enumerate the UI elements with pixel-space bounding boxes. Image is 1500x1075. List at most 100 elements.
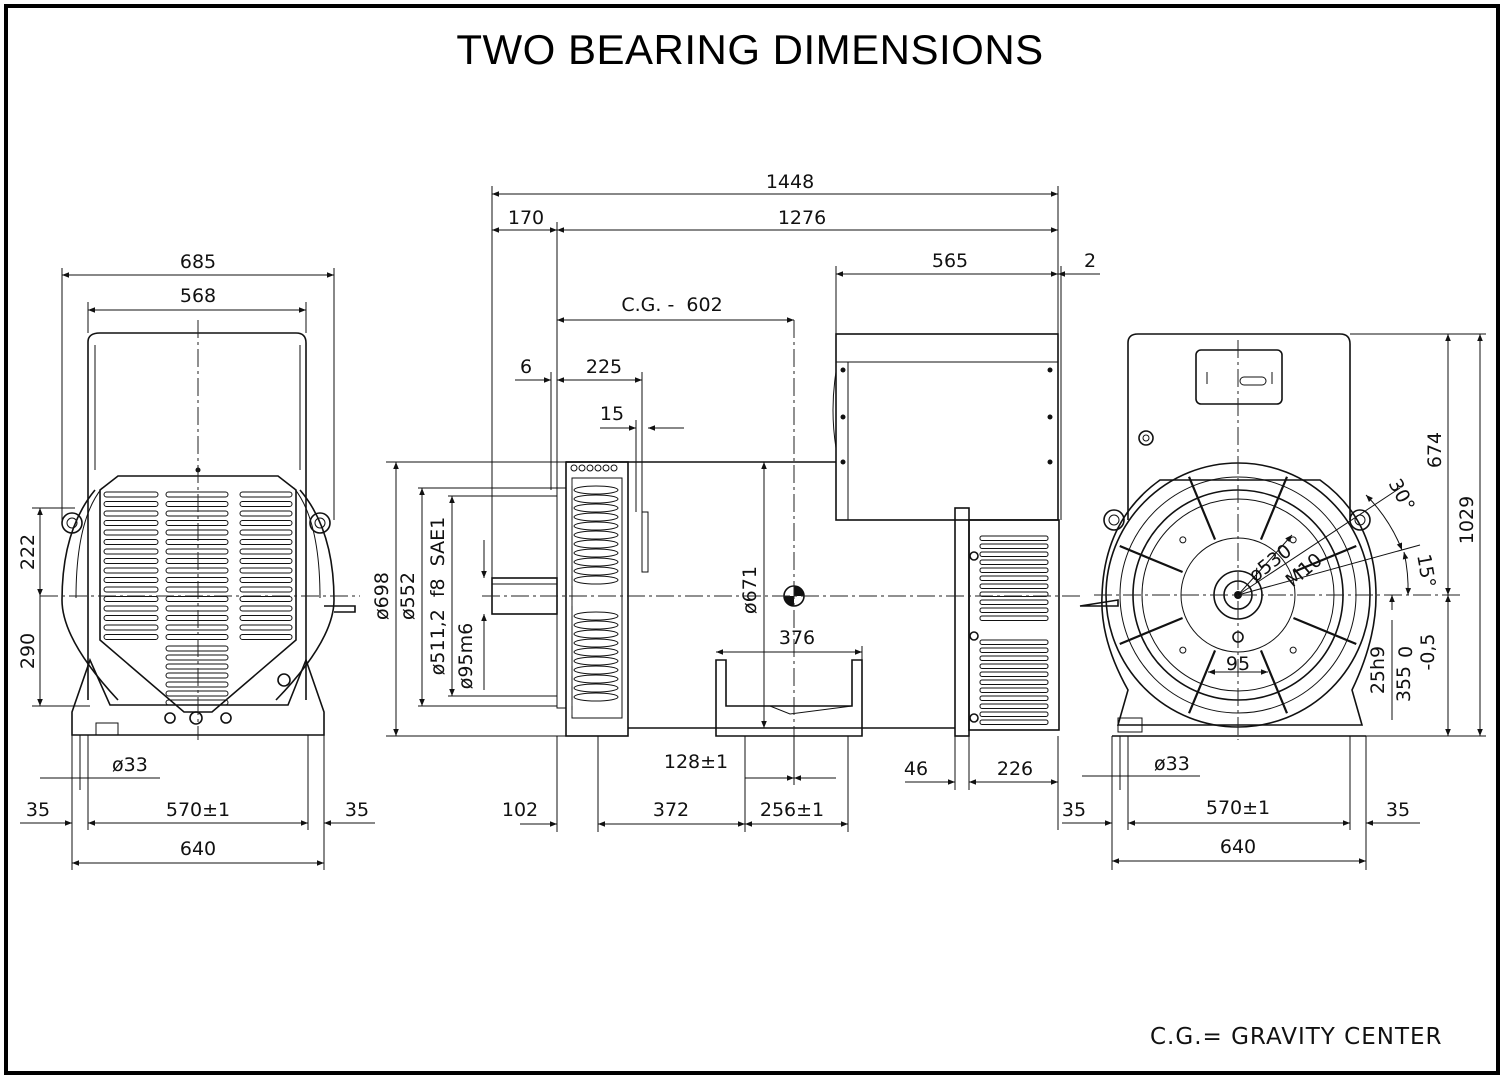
bolt-hole	[1179, 536, 1187, 544]
louvre-slot	[103, 520, 159, 526]
dim-hole-33: ø33	[112, 754, 148, 776]
louvre-slot	[103, 624, 159, 631]
louvre-slot	[103, 510, 159, 517]
louvre-slot	[979, 607, 1049, 613]
louvre-slot	[103, 501, 159, 507]
louvre-slot	[165, 596, 229, 602]
louvre-slot	[165, 558, 229, 564]
bolt-hole	[1289, 536, 1297, 544]
louvre-slot	[979, 599, 1049, 605]
louvre-slot	[165, 520, 229, 526]
louvre-slot	[239, 634, 293, 640]
bracket-spoke	[1259, 476, 1288, 540]
dim-640: 640	[180, 838, 216, 860]
dim-35-left: 35	[26, 799, 50, 821]
louvre-slot	[165, 501, 229, 507]
louvre-slot	[239, 586, 293, 593]
louvre-slot	[239, 520, 293, 526]
louvre-slot	[165, 645, 229, 652]
louvre-slot	[165, 577, 229, 583]
bracket-spoke	[1293, 616, 1357, 645]
tol-lower: -0,5	[1417, 633, 1439, 670]
dim-128: 128±1	[664, 751, 728, 773]
coil-end	[610, 464, 618, 472]
louvre-slot	[979, 655, 1049, 661]
dim-568: 568	[180, 285, 216, 307]
dim-290: 290	[17, 633, 39, 669]
louvre-slot	[979, 583, 1049, 589]
louvre-slot	[239, 491, 293, 498]
dim-dia-698: ø698	[371, 572, 393, 620]
bracket-spoke	[1188, 476, 1217, 540]
dim-640-right: 640	[1220, 836, 1256, 858]
dim-256: 256±1	[760, 799, 824, 821]
louvre-slot	[239, 567, 293, 574]
louvre-slot	[979, 559, 1049, 565]
dim-570: 570±1	[166, 799, 230, 821]
coil-loop	[573, 665, 619, 675]
dim-35-right: 35	[345, 799, 369, 821]
dim-46: 46	[904, 758, 928, 780]
louvre-slot	[979, 679, 1049, 685]
coil-loop	[573, 530, 619, 540]
louvre-slot	[165, 663, 229, 670]
louvre-slot	[239, 529, 293, 536]
coil-loop	[573, 512, 619, 522]
bracket-spoke	[1119, 616, 1183, 645]
louvre-slot	[165, 586, 229, 593]
coil-loop	[573, 611, 619, 621]
dim-570-right: 570±1	[1206, 797, 1270, 819]
dim-25h9: 25h9	[1367, 646, 1389, 694]
dim-170: 170	[508, 207, 544, 229]
louvre-slot	[239, 624, 293, 631]
coil-end	[594, 464, 602, 472]
louvre-slot	[165, 605, 229, 612]
bolt-hole	[1179, 646, 1187, 654]
louvre-slot	[103, 634, 159, 640]
coil-loop	[573, 656, 619, 666]
louvre-slot	[103, 577, 159, 583]
dim-685: 685	[180, 251, 216, 273]
louvre-slot	[103, 529, 159, 536]
angle-15: 15°	[1412, 552, 1440, 589]
louvre-slot	[979, 567, 1049, 573]
coil-loop	[573, 548, 619, 558]
louvre-slot	[165, 690, 229, 697]
bracket-spoke	[1119, 545, 1183, 574]
louvre-slot	[979, 703, 1049, 709]
louvre-slot	[979, 687, 1049, 693]
coil-end	[570, 464, 578, 472]
coil-loop	[573, 521, 619, 531]
louvre-slot	[979, 575, 1049, 581]
bolt-hole	[1289, 646, 1297, 654]
louvre-slot	[979, 639, 1049, 645]
tol-upper: 0	[1395, 646, 1417, 658]
louvre-slot	[103, 491, 159, 498]
louvre-slot	[979, 535, 1049, 541]
side-view: 1448 170 1276 565 2 C.G. - 602 6 225 15 …	[371, 171, 1100, 832]
bracket-spoke	[1188, 650, 1217, 714]
louvre-slot	[979, 719, 1049, 725]
bracket-spoke	[1259, 650, 1288, 714]
dim-225: 225	[586, 356, 622, 378]
page-frame	[4, 4, 1500, 1075]
louvre-slot	[979, 671, 1049, 677]
louvre-slot	[979, 711, 1049, 717]
coil-end	[578, 464, 586, 472]
coil-loop	[573, 539, 619, 549]
louvre-slot	[239, 548, 293, 555]
louvre-slot	[103, 567, 159, 574]
louvre-slot	[165, 510, 229, 517]
louvre-slot	[165, 681, 229, 688]
louvre-slot	[979, 695, 1049, 701]
coil-loop	[573, 494, 619, 504]
dim-hole-33-right: ø33	[1154, 753, 1190, 775]
right-end-view: 674 1029 30° 15° ø530 M10 95 25h9 355 0 …	[1062, 333, 1486, 870]
louvre-slot	[165, 529, 229, 536]
louvre-slot	[103, 615, 159, 621]
louvre-slot	[239, 558, 293, 564]
louvre-slot	[165, 624, 229, 631]
dim-dia-671: ø671	[739, 566, 761, 614]
louvre-slot	[979, 663, 1049, 669]
